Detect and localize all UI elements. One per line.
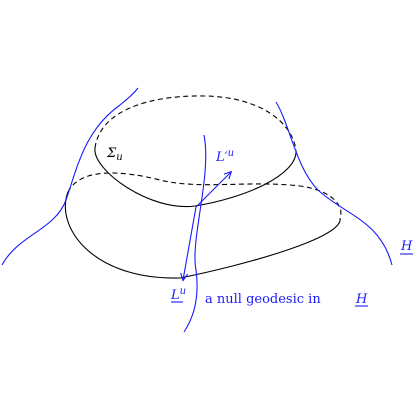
l-prime-label: L′u xyxy=(215,148,234,165)
l-under-vector xyxy=(183,206,197,280)
sigma-label: Σu xyxy=(106,146,123,163)
sigma-surface-front xyxy=(94,147,297,208)
geodesic-caption: a null geodesic in xyxy=(205,292,321,307)
sigma-surface-back xyxy=(94,95,297,151)
lower-surface-back xyxy=(67,172,342,219)
horizon-right-curve xyxy=(275,101,393,266)
horizon-left-curve xyxy=(1,87,139,266)
lower-surface-front xyxy=(64,191,341,279)
horizon-label: H xyxy=(400,239,413,254)
l-under-label: Lu xyxy=(170,286,186,303)
l-prime-vector xyxy=(195,172,231,208)
geodesic-caption-horizon: H xyxy=(355,292,368,307)
null-geodesic-curve xyxy=(183,134,207,333)
